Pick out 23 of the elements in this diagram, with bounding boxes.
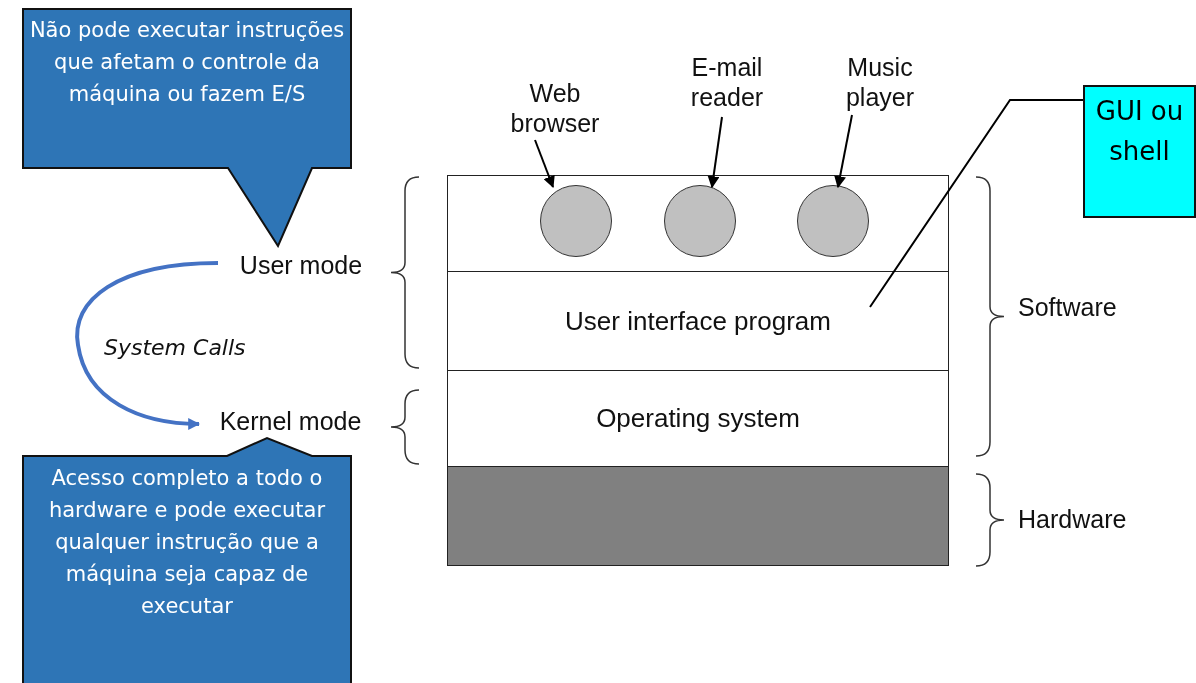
arrow <box>707 116 723 189</box>
layer-box <box>447 370 949 467</box>
text-label: Kernel mode <box>203 406 378 438</box>
layer-label: User interface program <box>565 305 831 337</box>
arrow <box>834 114 853 189</box>
layer-label: Operating system <box>596 403 800 434</box>
leader-line <box>869 99 1084 308</box>
side-label: Software <box>1018 292 1117 322</box>
text-label: User mode <box>226 250 376 282</box>
speech-callout <box>22 8 352 248</box>
text-label: E-mail reader <box>672 52 782 114</box>
callout-text: Não pode executar instruções que afetam o controle da máquina ou fazem E/S <box>28 17 346 108</box>
arrow <box>75 261 219 430</box>
arrow <box>534 139 555 189</box>
layer-box <box>447 175 949 272</box>
callout-text: Acesso completo a todo o hardware e pode executar qualquer instrução que a máquina seja capaz de executar <box>47 465 327 620</box>
layer-box <box>447 271 949 371</box>
note-box: GUI ou shell <box>1083 85 1196 218</box>
text-label: Music player <box>825 52 935 114</box>
text-label: Web browser <box>490 78 620 140</box>
hardware-layer <box>447 466 949 566</box>
side-label: Hardware <box>1018 504 1127 534</box>
speech-callout <box>22 436 352 683</box>
